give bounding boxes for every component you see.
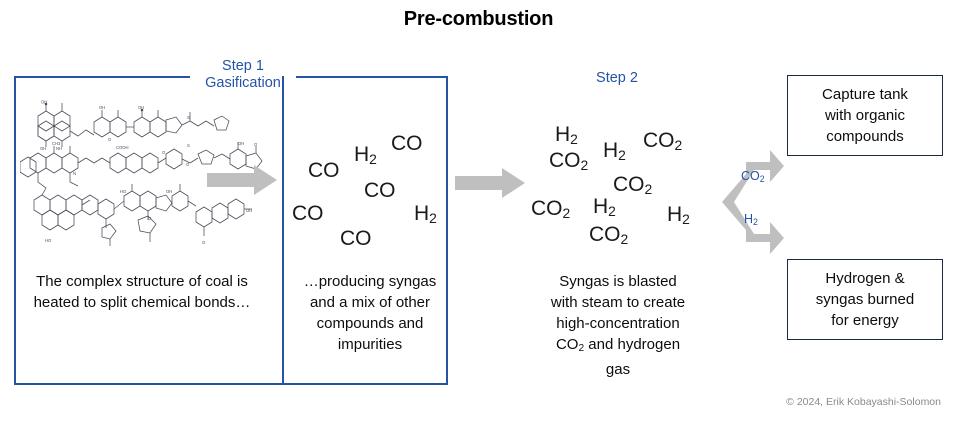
step1-label-gap-mask bbox=[190, 70, 296, 82]
step1-inner-divider bbox=[282, 76, 284, 385]
molecule-co2-1: CO2 bbox=[643, 129, 683, 154]
svg-text:NH: NH bbox=[56, 146, 62, 151]
outcome-burn-text: Hydrogen & syngas burned for energy bbox=[816, 268, 914, 331]
step2-caption-line2: with steam to create bbox=[550, 294, 686, 311]
svg-text:OH: OH bbox=[166, 189, 172, 194]
molecule-cluster-syngas: CO H2 CO CO CO H2 CO bbox=[292, 118, 452, 253]
outcome-capture-text: Capture tank with organic compounds bbox=[822, 84, 908, 147]
split-label-co2-sub: 2 bbox=[759, 173, 765, 184]
step2-caption-co2-sub: 2 bbox=[578, 343, 585, 355]
outcome-box-capture-tank: Capture tank with organic compounds bbox=[787, 75, 943, 156]
outcome-burn-line3: for energy bbox=[831, 312, 899, 329]
step2-caption-line4: CO2 and hydrogen bbox=[523, 334, 713, 359]
svg-text:O: O bbox=[108, 137, 112, 142]
step1-left-caption: The complex structure of coal is heated … bbox=[33, 273, 251, 311]
svg-text:O: O bbox=[148, 216, 152, 221]
outcome-burn-line1: Hydrogen & bbox=[825, 270, 905, 287]
step1-label: Step 1 Gasification bbox=[178, 58, 308, 92]
svg-text:OH: OH bbox=[238, 141, 244, 146]
svg-text:O: O bbox=[186, 162, 190, 167]
molecule-h2-2: H2 bbox=[414, 202, 437, 227]
svg-text:S: S bbox=[187, 143, 190, 148]
step2-caption-line5: gas bbox=[605, 361, 631, 379]
step2-label-line1: Step 2 bbox=[596, 70, 638, 86]
molecule-co2-3: CO2 bbox=[613, 173, 653, 198]
svg-text:COOH: COOH bbox=[116, 145, 129, 150]
step2-caption-line1: Syngas is blasted bbox=[559, 273, 677, 290]
svg-text:O: O bbox=[162, 150, 166, 155]
split-label-co2-text: CO bbox=[741, 169, 760, 183]
svg-text:O: O bbox=[202, 240, 206, 245]
step2-caption-line3: high-concentration bbox=[556, 315, 680, 332]
svg-text:OH: OH bbox=[138, 105, 144, 110]
step1-right-caption: …producing syngas and a mix of other com… bbox=[303, 273, 437, 353]
molecule-co-1: CO bbox=[308, 159, 340, 182]
svg-text:CH3: CH3 bbox=[52, 141, 61, 146]
split-arrow-icon bbox=[722, 150, 784, 254]
svg-text:OH: OH bbox=[99, 105, 105, 110]
step2-caption-line4-post: and hydrogen bbox=[584, 336, 681, 353]
molecule-co2-5: CO2 bbox=[589, 223, 629, 248]
outcome-burn-line2: syngas burned bbox=[815, 291, 915, 308]
step2-caption: Syngas is blasted with steam to create h… bbox=[523, 271, 713, 380]
molecule-h2-4: H2 bbox=[603, 139, 626, 164]
split-label-h2-text: H bbox=[744, 212, 754, 226]
svg-text:N: N bbox=[73, 171, 76, 176]
molecule-h2-1: H2 bbox=[354, 143, 377, 168]
svg-text:OH: OH bbox=[40, 146, 46, 151]
coal-molecular-structure-icon: OH OH NH OH OH COOH O S S O O OH O CH3 N… bbox=[20, 100, 270, 252]
svg-text:HO: HO bbox=[120, 189, 127, 194]
svg-text:OH: OH bbox=[41, 100, 47, 105]
svg-text:O: O bbox=[254, 142, 258, 147]
outcome-capture-line1: Capture tank bbox=[822, 86, 908, 103]
split-label-h2: H2 bbox=[744, 212, 758, 227]
svg-text:HO: HO bbox=[45, 238, 52, 243]
molecule-h2-5: H2 bbox=[593, 195, 616, 220]
step1-label-line2: Gasification bbox=[205, 75, 281, 91]
step1-label-line1: Step 1 bbox=[222, 58, 264, 74]
molecule-co-5: CO bbox=[340, 227, 372, 250]
split-label-h2-sub: 2 bbox=[753, 216, 758, 227]
svg-text:OH: OH bbox=[246, 208, 252, 213]
molecule-h2-3: H2 bbox=[555, 123, 578, 148]
svg-text:S: S bbox=[187, 115, 190, 120]
molecule-co-3: CO bbox=[364, 179, 396, 202]
molecule-cluster-high-concentration: H2 H2 CO2 CO2 CO2 CO2 H2 H2 CO2 bbox=[531, 116, 711, 256]
step2-caption-co2-pre: CO bbox=[555, 336, 579, 353]
molecule-co-4: CO bbox=[292, 202, 324, 225]
page-title: Pre-combustion bbox=[403, 8, 554, 30]
molecule-h2-6: H2 bbox=[667, 203, 690, 228]
split-label-co2: CO2 bbox=[741, 169, 765, 184]
molecule-co2-4: CO2 bbox=[531, 197, 571, 222]
outcome-capture-line3: compounds bbox=[826, 128, 904, 145]
copyright-notice: © 2024, Erik Kobayashi-Solomon bbox=[786, 396, 941, 408]
outcome-capture-line2: with organic bbox=[824, 107, 906, 124]
molecule-co2-2: CO2 bbox=[549, 149, 589, 174]
outcome-box-burned-for-energy: Hydrogen & syngas burned for energy bbox=[787, 259, 943, 340]
step2-label: Step 2 bbox=[527, 70, 707, 87]
molecule-co-2: CO bbox=[391, 132, 423, 155]
right-arrow-icon-2 bbox=[455, 168, 525, 198]
right-arrow-icon-1 bbox=[207, 165, 277, 195]
